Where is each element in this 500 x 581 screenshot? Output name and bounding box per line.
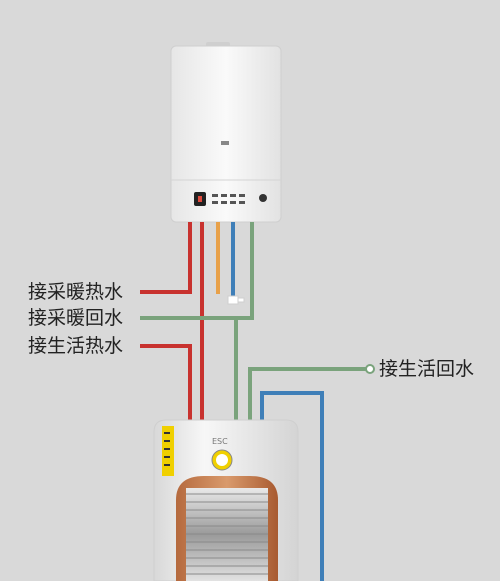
label-heating-return: 接采暖回水 (28, 307, 124, 329)
green-pipes (140, 222, 368, 420)
power-knob-icon (259, 194, 267, 202)
label-heating-supply: 接采暖热水 (28, 281, 124, 303)
red-pipes (140, 222, 204, 420)
label-domestic-return: 接生活回水 (379, 358, 475, 380)
warning-label (162, 426, 174, 476)
water-tank (153, 419, 299, 581)
boiler-unit (170, 42, 282, 223)
tank-brand: ESC (212, 437, 228, 446)
valve-icon (227, 295, 245, 305)
label-domestic-hot: 接生活热水 (28, 335, 124, 357)
blue-pipe-tank (260, 391, 324, 581)
return-endpoint-icon (365, 364, 375, 374)
